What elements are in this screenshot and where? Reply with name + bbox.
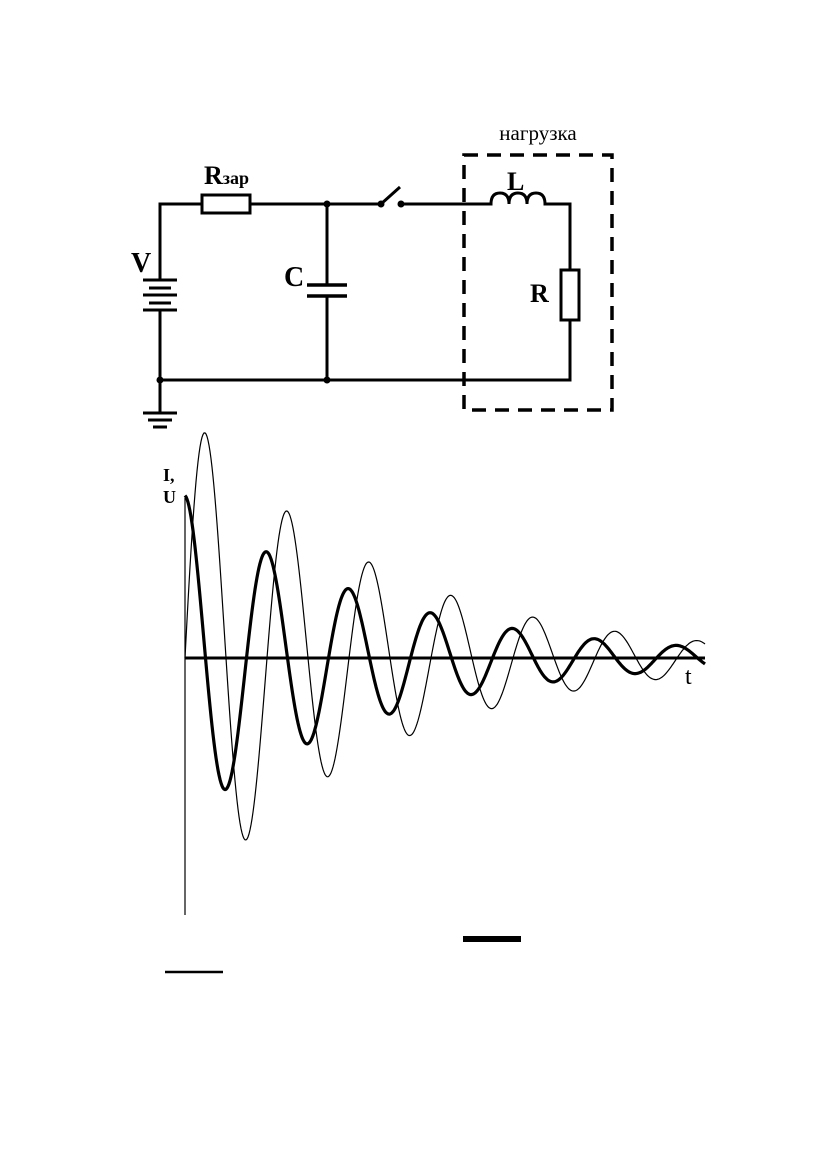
inductor-label: L <box>507 167 524 196</box>
load-resistor <box>559 268 581 322</box>
y-axis-label-line2: U <box>163 487 176 507</box>
charging-resistor-label: Rзар <box>204 161 249 190</box>
junction-dot <box>323 376 331 384</box>
capacitor-label: C <box>284 262 304 293</box>
load-resistor-label: R <box>530 279 549 308</box>
x-axis-label: t <box>685 664 692 690</box>
load-label: нагрузка <box>499 121 577 145</box>
circuit-diagram: нагрузка V Rзар L R <box>131 121 614 429</box>
series-thick-line <box>183 494 706 792</box>
ground-symbol <box>143 380 177 429</box>
inductor <box>489 191 547 205</box>
charging-resistor <box>200 193 252 215</box>
battery-symbol <box>143 278 177 312</box>
waveform-chart: I, U t <box>163 432 706 974</box>
wire-top-load <box>543 202 572 272</box>
series-thin-line <box>184 432 706 841</box>
load-boundary <box>462 153 614 412</box>
y-axis-label-line1: I, <box>163 465 175 485</box>
junction-dot <box>323 200 331 208</box>
voltage-label: V <box>131 248 151 279</box>
